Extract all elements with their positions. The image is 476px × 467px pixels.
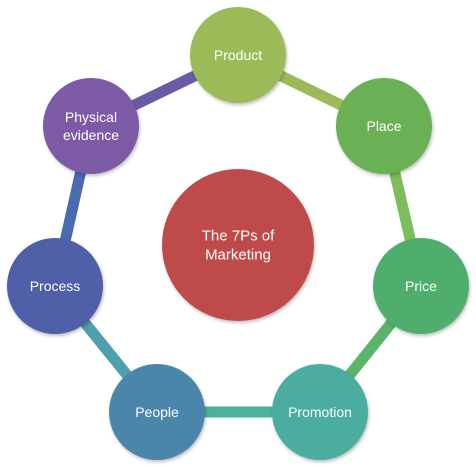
node-place: Place <box>336 78 432 174</box>
node-circle-place <box>336 78 432 174</box>
node-label-process: Process <box>30 278 81 294</box>
node-label-product: Product <box>214 47 262 63</box>
node-process: Process <box>7 238 103 334</box>
node-circle-product <box>190 7 286 103</box>
node-circle-physical-evidence <box>43 78 139 174</box>
node-promotion: Promotion <box>272 364 368 460</box>
node-circle-people <box>109 364 205 460</box>
node-circle-price <box>373 238 469 334</box>
node-circle-promotion <box>272 364 368 460</box>
node-price: Price <box>373 238 469 334</box>
node-label-people: People <box>135 404 179 420</box>
node-label-promotion: Promotion <box>288 404 352 420</box>
center-circle <box>162 169 314 321</box>
node-circle-process <box>7 238 103 334</box>
node-label-place: Place <box>366 118 401 134</box>
node-people: People <box>109 364 205 460</box>
node-product: Product <box>190 7 286 103</box>
node-label-price: Price <box>405 278 437 294</box>
